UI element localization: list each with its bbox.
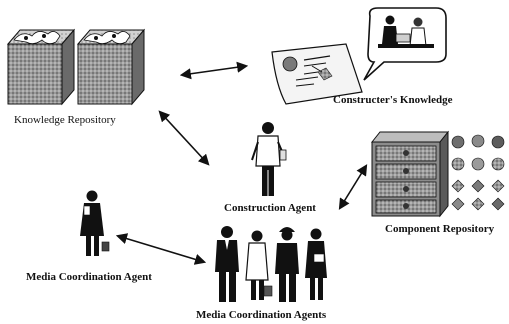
arrow-media-agent-to-agents-group bbox=[115, 233, 207, 265]
constructers-knowledge-icon bbox=[271, 7, 447, 105]
media-coordination-agents-group bbox=[215, 226, 327, 302]
arrow-construction-agent-to-component-repository bbox=[338, 164, 368, 210]
arrow-repository-to-knowledge bbox=[179, 61, 249, 80]
label-construction-agent: Construction Agent bbox=[224, 202, 316, 214]
drawer-cabinet bbox=[370, 130, 450, 218]
knowledge-repository-icon bbox=[6, 28, 146, 106]
speech-bubble bbox=[363, 7, 447, 81]
component-spheres bbox=[451, 134, 505, 211]
component-repository-icon bbox=[370, 130, 505, 218]
group-person-1 bbox=[215, 226, 239, 302]
group-person-3 bbox=[275, 227, 299, 302]
media-coordination-agent-figure bbox=[80, 190, 110, 256]
knowledge-paper bbox=[271, 43, 363, 105]
repository-cube-left bbox=[6, 28, 76, 106]
label-component-repository: Component Repository bbox=[385, 223, 495, 235]
construction-agent-figure bbox=[251, 122, 287, 196]
label-constructers-knowledge: Constructer's Knowledge bbox=[333, 94, 453, 106]
repository-cube-right bbox=[76, 28, 146, 106]
label-media-coordination-agent: Media Coordination Agent bbox=[26, 271, 152, 283]
group-person-2 bbox=[245, 230, 273, 300]
arrow-repository-to-construction-agent bbox=[158, 110, 210, 166]
label-knowledge-repository: Knowledge Repository bbox=[14, 114, 116, 126]
group-person-4 bbox=[305, 228, 327, 300]
label-media-coordination-agents: Media Coordination Agents bbox=[196, 309, 327, 321]
